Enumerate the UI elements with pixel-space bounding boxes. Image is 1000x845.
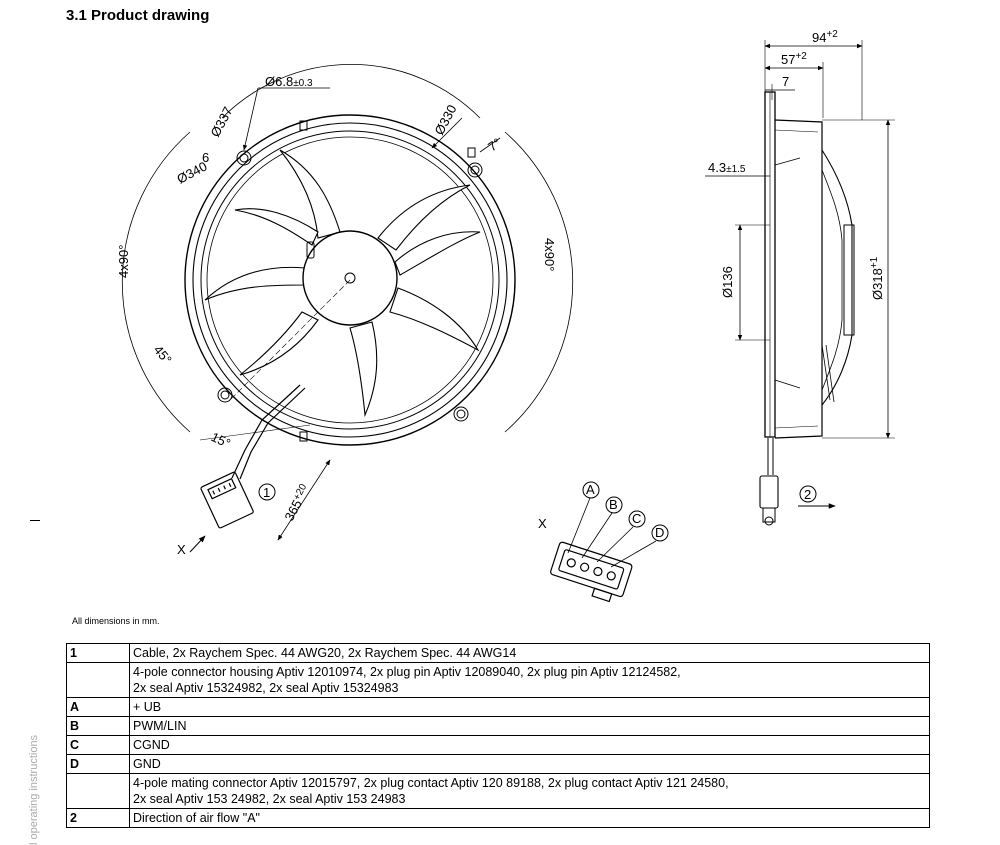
dimensions-note: All dimensions in mm.: [72, 616, 160, 626]
product-drawing: Ø6.8±0.3 Ø337 Ø330 Ø340 6 7° 4x90° 4x90°…: [116, 29, 895, 603]
pin-label-b: B: [609, 497, 618, 512]
row-key: [66, 662, 130, 698]
label-angle-15: 15°: [209, 429, 233, 451]
label-angle-45: 45°: [151, 342, 175, 367]
side-view: [705, 40, 895, 526]
row-key: 1: [66, 643, 130, 663]
connector-view: [550, 481, 669, 603]
pin-label-d: D: [655, 525, 664, 540]
section-title: 3.1 Product drawing: [66, 7, 210, 24]
table-row: 4-pole mating connector Aptiv 12015797, …: [66, 773, 930, 809]
pin-label-c: C: [632, 511, 641, 526]
label-dia-337: Ø337: [207, 104, 235, 139]
label-dim-94: 94+2: [812, 29, 838, 45]
row-key: C: [66, 735, 130, 755]
label-cable-length: 365+20: [281, 482, 313, 524]
row-key: [66, 773, 130, 809]
row-key: A: [66, 697, 130, 717]
label-dia-330: Ø330: [431, 102, 459, 137]
row-key: 2: [66, 808, 130, 828]
table-row: 2 Direction of air flow "A": [66, 808, 930, 828]
label-dia-136: Ø136: [720, 266, 735, 298]
label-dim-57: 57+2: [781, 51, 807, 67]
label-angle-7: 7°: [485, 135, 504, 154]
row-desc: 4-pole mating connector Aptiv 12015797, …: [129, 773, 930, 809]
table-row: 1 Cable, 2x Raychem Spec. 44 AWG20, 2x R…: [66, 643, 930, 663]
table-row: 4-pole connector housing Aptiv 12010974,…: [66, 662, 930, 698]
row-desc: PWM/LIN: [129, 716, 930, 736]
table-row: C CGND: [66, 735, 930, 755]
row-desc: Cable, 2x Raychem Spec. 44 AWG20, 2x Ray…: [129, 643, 930, 663]
row-desc: GND: [129, 754, 930, 774]
margin-dash: [30, 520, 40, 521]
side-view-labels: 94+2 57+2 7 4.3±1.5 Ø136 Ø318+1 2: [708, 29, 885, 502]
label-six: 6: [202, 150, 209, 165]
label-4x90-left: 4x90°: [116, 245, 131, 278]
connector-label-x: X: [538, 516, 547, 531]
side-note: l operating instructions: [28, 734, 40, 845]
label-dim-7: 7: [782, 74, 789, 89]
row-desc: 4-pole connector housing Aptiv 12010974,…: [129, 662, 930, 698]
front-view: [121, 63, 574, 553]
label-4x90-right: 4x90°: [542, 238, 557, 271]
label-dia-318: Ø318+1: [869, 256, 885, 300]
parts-table: 1 Cable, 2x Raychem Spec. 44 AWG20, 2x R…: [66, 643, 930, 828]
row-desc: + UB: [129, 697, 930, 717]
row-desc: Direction of air flow "A": [129, 808, 930, 828]
connector-view-labels: X A B C D: [538, 482, 664, 540]
callout-2: 2: [804, 487, 811, 502]
row-key: D: [66, 754, 130, 774]
row-key: B: [66, 716, 130, 736]
table-row: B PWM/LIN: [66, 716, 930, 736]
pin-label-a: A: [586, 482, 595, 497]
label-hole-dia: Ø6.8±0.3: [265, 74, 313, 89]
table-row: D GND: [66, 754, 930, 774]
table-row: A + UB: [66, 697, 930, 717]
row-desc: CGND: [129, 735, 930, 755]
label-view-x: X: [177, 542, 186, 557]
label-dim-4-3: 4.3±1.5: [708, 160, 746, 175]
callout-1: 1: [263, 485, 270, 500]
